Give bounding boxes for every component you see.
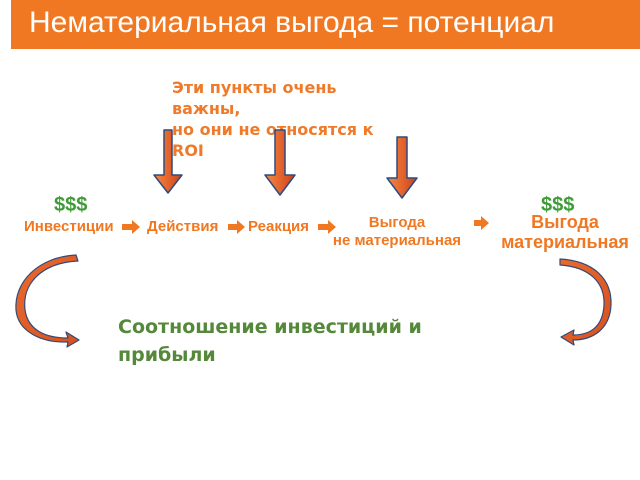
step-reaction: Реакция [248, 218, 310, 235]
curved-arrow-right-icon [559, 258, 612, 346]
step-arrow-3-icon [318, 220, 336, 234]
step-benefit-intangible: Выгода не материальная [326, 214, 468, 250]
step-arrow-4-icon [474, 216, 489, 230]
investments-dollars: $$$ [54, 194, 88, 216]
note-line-2: важны, [172, 99, 241, 118]
benefit-intangible-line-2: не материальная [332, 232, 462, 249]
step-benefit-tangible: Выгода материальная [498, 212, 632, 252]
tangible-dollars: $$$ [541, 194, 575, 216]
down-arrow-actions-icon [153, 129, 183, 194]
note-line-3: но они не относятся к [172, 120, 374, 139]
down-arrow-benefit-icon [386, 136, 418, 199]
ratio-caption: Соотношение инвестиций и прибыли [118, 313, 478, 369]
step-arrow-1-icon [122, 220, 140, 234]
step-arrow-2-icon [228, 220, 245, 234]
curved-arrow-left-icon [15, 254, 80, 348]
ratio-caption-line-2: прибыли [118, 344, 216, 366]
note-text: Эти пункты очень важны, но они не относя… [172, 77, 412, 161]
benefit-tangible-line-2: материальная [501, 232, 629, 252]
page-title: Нематериальная выгода = потенциал [29, 6, 555, 39]
benefit-tangible-line-1: Выгода [531, 212, 599, 232]
step-actions: Действия [147, 218, 219, 235]
note-line-4: ROI [172, 141, 204, 160]
down-arrow-reaction-icon [264, 129, 296, 196]
ratio-caption-line-1: Соотношение инвестиций и [118, 316, 422, 338]
title-bar: Нематериальная выгода = потенциал [11, 0, 640, 49]
step-investments: Инвестиции [24, 218, 114, 235]
note-line-1: Эти пункты очень [172, 78, 337, 97]
benefit-intangible-line-1: Выгода [368, 214, 426, 231]
